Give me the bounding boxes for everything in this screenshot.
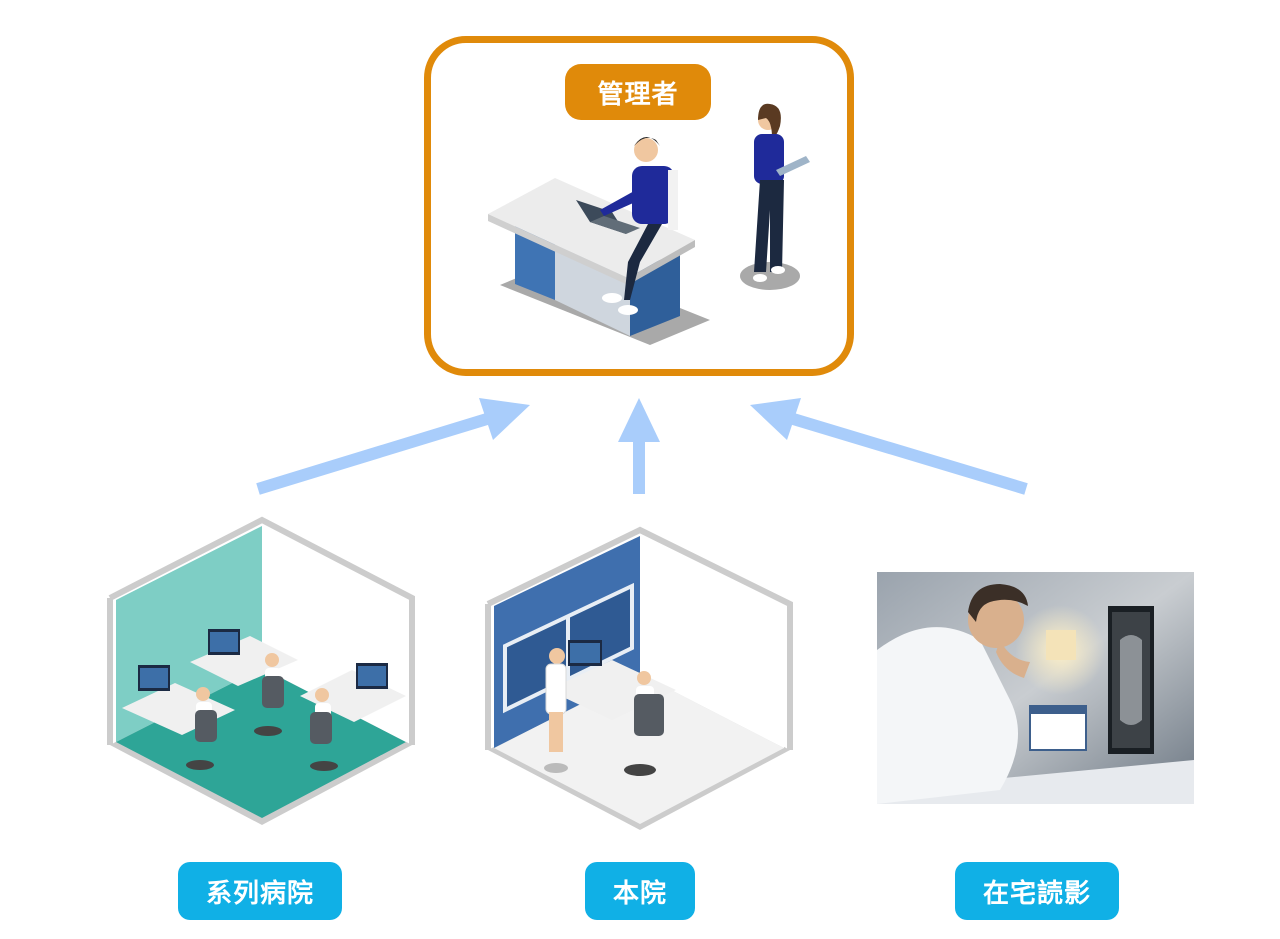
home-reading-label: 在宅読影 <box>955 862 1119 920</box>
admin-illustration <box>488 103 810 345</box>
arrows <box>256 398 1028 495</box>
admin-frame <box>424 36 854 376</box>
arrow-left <box>256 398 530 495</box>
affiliated-hospital-illustration <box>107 516 415 825</box>
affiliated-hospital-label: 系列病院 <box>178 862 342 920</box>
main-hospital-label: 本院 <box>585 862 695 920</box>
home-reading-photo <box>877 572 1194 804</box>
arrow-center <box>618 398 660 494</box>
admin-label: 管理者 <box>565 64 711 120</box>
arrow-right <box>750 398 1028 495</box>
main-hospital-illustration <box>485 526 793 830</box>
